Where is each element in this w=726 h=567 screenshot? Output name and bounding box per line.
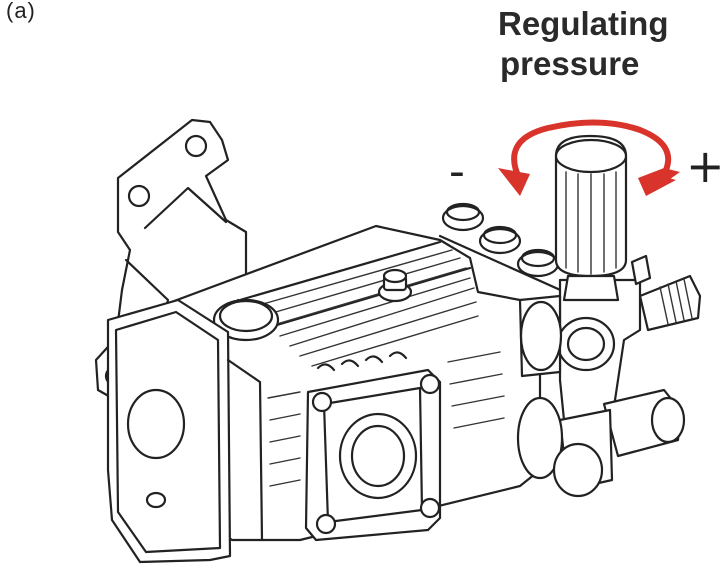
title-line-2: pressure (500, 45, 640, 82)
plus-sign: + (686, 139, 725, 193)
title-line-1: Regulating (498, 5, 669, 42)
figure-label: (a) (6, 0, 36, 23)
manifold-plugs (438, 202, 598, 308)
minus-sign: - (449, 146, 465, 197)
regulator-knob[interactable] (554, 134, 628, 302)
regulator-valve (516, 254, 702, 498)
diagram-title: Regulating pressure (498, 4, 718, 84)
vent-screw (377, 268, 413, 303)
front-flange (267, 351, 505, 542)
end-cover (106, 298, 264, 564)
rotation-arrow-icon (498, 119, 680, 196)
oil-cap (212, 298, 280, 342)
